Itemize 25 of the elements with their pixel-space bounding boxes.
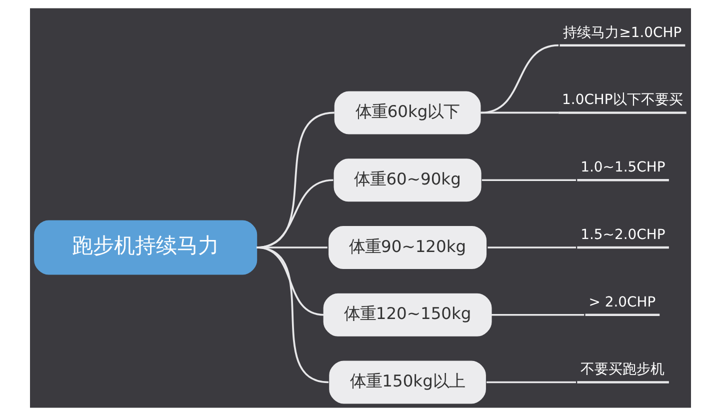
node-box: 体重60kg以下 [334, 91, 480, 134]
node-box [584, 314, 660, 316]
node-box [576, 246, 668, 249]
node-label: 不要买跑步机 [580, 362, 664, 378]
node-box: 体重150kg以上 [328, 360, 486, 404]
node-box [558, 112, 686, 114]
node-box: 体重60~90kg [333, 158, 481, 202]
connector [480, 112, 558, 114]
connector [256, 246, 328, 384]
connector [481, 179, 576, 182]
connector [480, 44, 558, 114]
node-box: 体重120~150kg [322, 293, 492, 336]
node-box [576, 178, 668, 182]
connector [486, 381, 576, 384]
node-label: 1.0~1.5CHP [580, 160, 665, 176]
node-label: 1.0CHP以下不要买 [562, 92, 682, 108]
node-label: 1.5~2.0CHP [580, 226, 665, 243]
node-box [576, 381, 668, 384]
node-box: 体重90~120kg [328, 226, 486, 269]
connector [490, 314, 584, 316]
node-box [559, 44, 685, 47]
connector [487, 246, 576, 248]
node-label: 持续马力≥1.0CHP [562, 24, 682, 41]
node-box: 跑步机持续马力 [34, 220, 257, 275]
node-label: > 2.0CHP [588, 294, 656, 310]
